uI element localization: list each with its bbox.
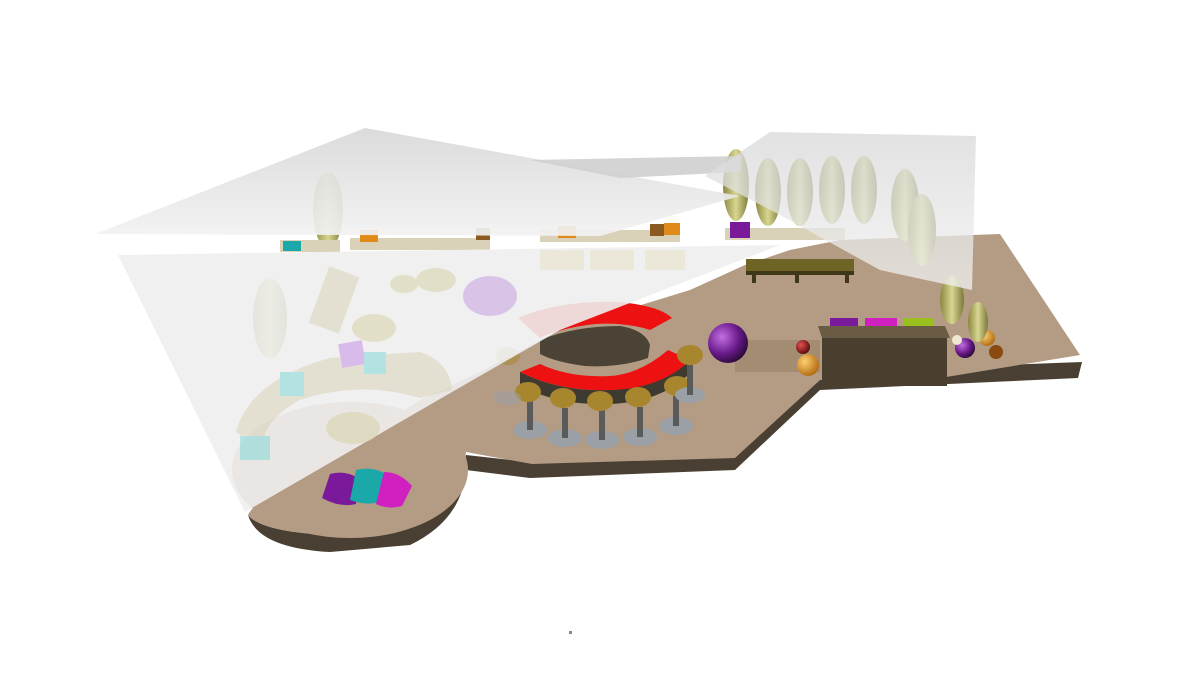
decor-spheres	[708, 323, 1003, 376]
cushion-icon	[240, 436, 270, 460]
sofa	[645, 250, 685, 270]
floor-side	[248, 362, 1082, 552]
cabinet	[818, 318, 950, 386]
cushion-icon	[338, 340, 366, 368]
bench	[746, 259, 854, 283]
decor-sphere-icon	[952, 335, 962, 345]
cushion-icon	[280, 372, 304, 396]
sofa	[540, 250, 584, 270]
decor-sphere-icon	[797, 354, 819, 376]
lounge-table	[326, 412, 380, 444]
cushion-icon	[664, 223, 680, 235]
cushion-icon	[364, 352, 386, 374]
glass-wall-icon	[705, 132, 976, 290]
bar-stools	[493, 345, 705, 449]
bar-stool-icon	[675, 345, 705, 403]
foreground-cushions	[322, 468, 412, 508]
cushion-icon	[283, 241, 301, 251]
glass-wall-icon	[95, 128, 740, 236]
glass-wall-icon	[530, 156, 742, 178]
bar-stool-icon	[585, 391, 619, 449]
plant-icon	[940, 276, 964, 324]
decor-sphere-icon	[708, 323, 748, 363]
cushion	[830, 318, 858, 326]
sofa	[308, 266, 360, 334]
front-lounge	[236, 250, 685, 460]
bar-stool-icon	[548, 388, 582, 447]
cushion-icon	[650, 224, 664, 236]
cushion-icon	[730, 222, 750, 238]
lounge-table	[390, 275, 418, 293]
pouf	[463, 276, 517, 316]
sofa	[590, 250, 634, 270]
decor-sphere-icon	[796, 340, 810, 354]
bar-stool-icon	[513, 382, 547, 439]
decor-sphere-icon	[989, 345, 1003, 359]
cushion	[903, 318, 933, 326]
lounge-table	[416, 268, 456, 292]
cushion-icon	[376, 472, 412, 508]
render-speck	[569, 631, 572, 634]
cushion	[865, 318, 897, 326]
cushion-icon	[350, 468, 386, 504]
plant-icon	[968, 302, 988, 342]
lounge-table	[352, 314, 396, 342]
sofa	[350, 238, 490, 250]
bar-stool-icon	[623, 387, 657, 446]
cushion-icon	[322, 472, 358, 506]
